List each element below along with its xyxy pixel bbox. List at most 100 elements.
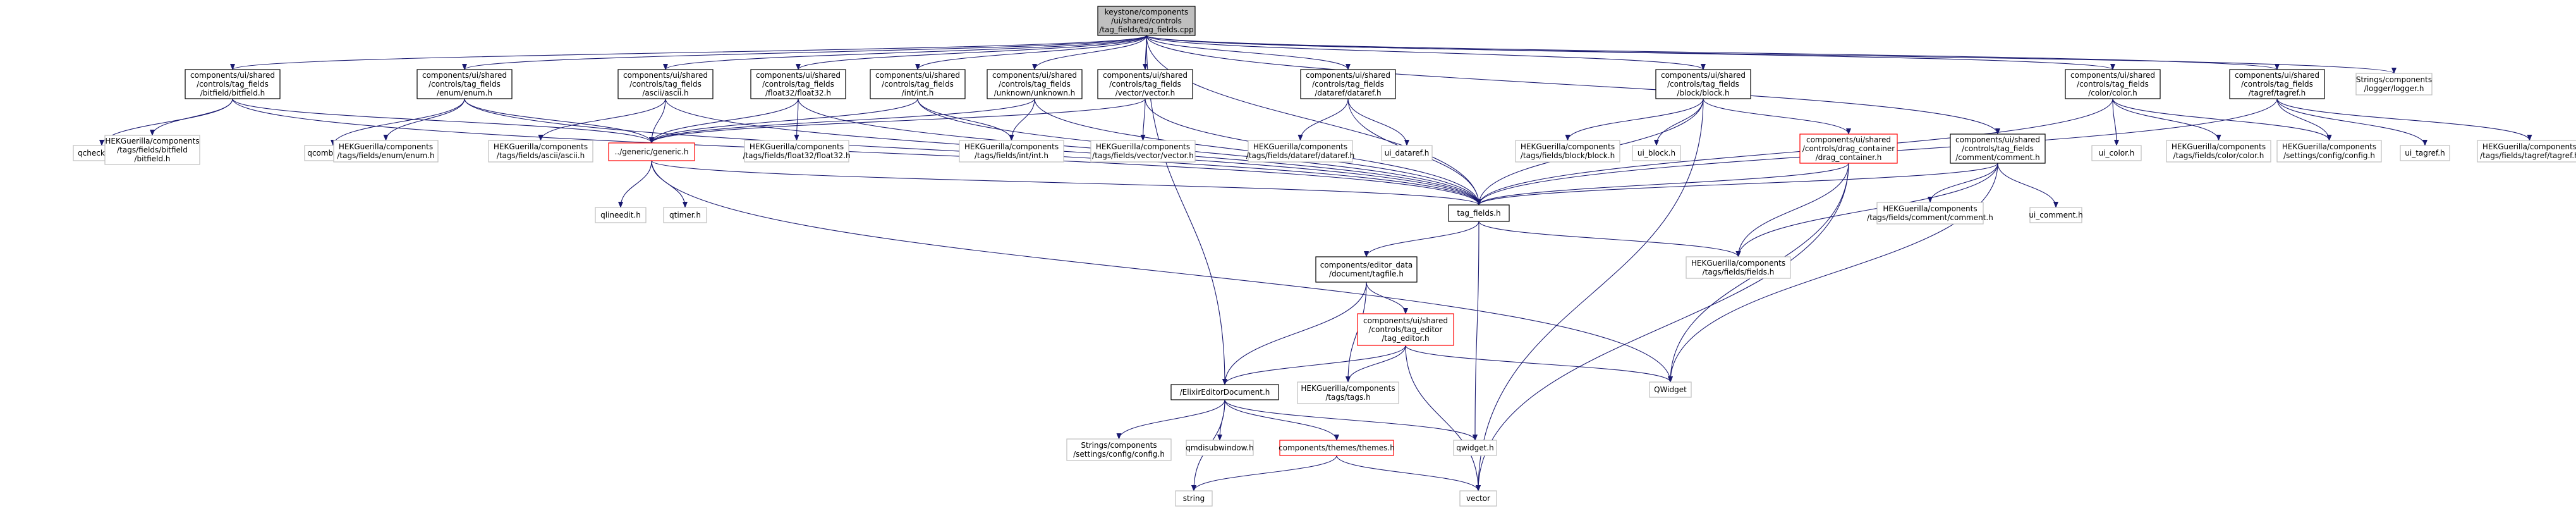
- node-hek_ascii[interactable]: HEKGuerilla/components/tags/fields/ascii…: [488, 140, 593, 163]
- node-comment[interactable]: components/ui/shared/controls/tag_fields…: [1950, 133, 2046, 164]
- edge-enum-to-generic: [464, 98, 654, 144]
- node-tagref[interactable]: components/ui/shared/controls/tag_fields…: [2229, 69, 2325, 99]
- node-color[interactable]: components/ui/shared/controls/tag_fields…: [2065, 69, 2161, 99]
- edge-comment-to-tag_fields: [1476, 163, 1998, 206]
- node-hek_enum[interactable]: HEKGuerilla/components/tags/fields/enum/…: [333, 140, 439, 163]
- node-label-line: HEKGuerilla/components: [494, 142, 588, 151]
- node-ui_tagref[interactable]: ui_tagref.h: [2400, 145, 2450, 161]
- node-label-line: /drag_container.h: [1816, 153, 1882, 162]
- node-unknown[interactable]: components/ui/shared/controls/tag_fields…: [987, 69, 1083, 99]
- edge-root-to-comment: [1146, 35, 2000, 135]
- node-float32[interactable]: components/ui/shared/controls/tag_fields…: [750, 69, 846, 99]
- node-hek_comment[interactable]: HEKGuerilla/components/tags/fields/comme…: [1867, 202, 1993, 225]
- edge-generic-to-qwidget_cls: [651, 160, 1673, 383]
- node-string[interactable]: string: [1175, 490, 1213, 507]
- node-qwidget_cls[interactable]: QWidget: [1649, 381, 1692, 398]
- node-hek_int[interactable]: HEKGuerilla/components/tags/fields/int/i…: [959, 140, 1064, 163]
- node-label-line: qlineedit.h: [600, 211, 641, 219]
- node-label-line: HEKGuerilla/components: [1253, 142, 1347, 151]
- node-box-enum: [416, 69, 513, 99]
- node-tag_fields[interactable]: tag_fields.h: [1448, 204, 1510, 222]
- node-box-tagfile: [1315, 256, 1418, 283]
- node-label-line: /document/tagfile.h: [1329, 269, 1404, 278]
- edge-bitfield-to-tag_fields: [232, 98, 1481, 206]
- node-hek_config[interactable]: HEKGuerilla/components/settings/config/c…: [2276, 140, 2382, 163]
- node-box-themes: [1279, 440, 1394, 456]
- node-ui_block[interactable]: ui_block.h: [1632, 145, 1681, 161]
- node-hek_block[interactable]: HEKGuerilla/components/tags/fields/block…: [1515, 140, 1620, 163]
- node-vector_std[interactable]: vector: [1459, 490, 1497, 507]
- node-label-line: /tags/fields/comment/comment.h: [1867, 213, 1993, 222]
- node-tagfile[interactable]: components/editor_data/document/tagfile.…: [1315, 256, 1418, 283]
- node-int[interactable]: components/ui/shared/controls/tag_fields…: [870, 69, 966, 99]
- node-drag[interactable]: components/ui/shared/controls/drag_conta…: [1799, 133, 1898, 164]
- node-label-line: /bitfield.h: [134, 154, 170, 163]
- node-hek_tagref[interactable]: HEKGuerilla/components/tags/fields/tagre…: [2477, 140, 2576, 163]
- node-label-line: ui_tagref.h: [2405, 149, 2445, 158]
- node-dataref[interactable]: components/ui/shared/controls/tag_fields…: [1300, 69, 1396, 99]
- node-tag_editor[interactable]: components/ui/shared/controls/tag_editor…: [1357, 313, 1454, 346]
- edge-bitfield-to-generic: [232, 98, 654, 144]
- node-ui_comment[interactable]: ui_comment.h: [2029, 207, 2083, 223]
- node-box-generic: [608, 142, 695, 161]
- node-logger[interactable]: Strings/components/logger/logger.h: [2355, 73, 2433, 96]
- edge-float32-to-generic: [649, 98, 799, 144]
- node-qwidget_h[interactable]: qwidget.h: [1453, 440, 1497, 456]
- node-ascii[interactable]: components/ui/shared/controls/tag_fields…: [617, 69, 714, 99]
- edge-root-to-block: [1146, 35, 1706, 70]
- edge-int-to-tag_fields: [917, 98, 1481, 206]
- node-label-line: tag_fields.h: [1457, 209, 1500, 218]
- node-themes[interactable]: components/themes/themes.h: [1279, 440, 1395, 456]
- node-root[interactable]: keystone/components/ui/shared/controls/t…: [1097, 6, 1196, 36]
- node-qmdi[interactable]: qmdisubwindow.h: [1186, 440, 1254, 456]
- node-label-line: /tags/fields/block/block.h: [1521, 151, 1615, 160]
- edge-root-to-elixir: [1146, 35, 1227, 385]
- node-ui_dataref[interactable]: ui_dataref.h: [1381, 145, 1433, 161]
- node-label-line: /vector/vector.h: [1115, 89, 1176, 97]
- node-block[interactable]: components/ui/shared/controls/tag_fields…: [1655, 69, 1751, 99]
- node-enum[interactable]: components/ui/shared/controls/tag_fields…: [416, 69, 513, 99]
- node-label-line: /settings/config/config.h: [1073, 450, 1165, 459]
- node-label-line: /tags/fields/enum/enum.h: [337, 151, 434, 160]
- node-qtimer[interactable]: qtimer.h: [663, 207, 707, 223]
- edge-elixir-to-themes: [1224, 399, 1339, 441]
- edge-comment-to-hek_comment: [1928, 163, 1998, 203]
- node-box-hek_int: [959, 140, 1064, 163]
- node-qlineedit[interactable]: qlineedit.h: [595, 207, 647, 223]
- node-hek_tags[interactable]: HEKGuerilla/components/tags/tags.h: [1297, 381, 1399, 404]
- node-label-line: components/themes/themes.h: [1279, 443, 1395, 452]
- node-generic[interactable]: ../generic/generic.h: [608, 142, 695, 161]
- node-hek_bitfield[interactable]: HEKGuerilla/components/tags/fields/bitfi…: [104, 135, 200, 165]
- node-hek_dataref[interactable]: HEKGuerilla/components/tags/fields/datar…: [1246, 140, 1354, 163]
- edge-drag-to-hek_fields: [1735, 163, 1849, 257]
- node-vector[interactable]: components/ui/shared/controls/tag_fields…: [1097, 69, 1193, 99]
- node-label-line: HEKGuerilla/components: [1096, 142, 1190, 151]
- node-label-line: /comment/comment.h: [1955, 153, 2040, 162]
- node-box-hek_dataref: [1248, 140, 1353, 163]
- node-label-line: /controls/drag_container: [1802, 144, 1895, 153]
- edge-dataref-to-hek_dataref: [1297, 98, 1349, 141]
- node-hek_fields[interactable]: HEKGuerilla/components/tags/fields/field…: [1686, 256, 1791, 279]
- node-elixir[interactable]: /ElixirEditorDocument.h: [1170, 384, 1279, 400]
- node-box-string: [1175, 490, 1213, 507]
- edge-elixir-to-qwidget_h: [1224, 399, 1478, 441]
- node-ui_color[interactable]: ui_color.h: [2091, 145, 2142, 161]
- node-label-line: /block/block.h: [1677, 89, 1729, 97]
- node-label-line: /controls/tag_editor: [1369, 325, 1443, 334]
- edge-block-to-ui_block: [1654, 98, 1704, 146]
- node-box-float32: [750, 69, 846, 99]
- node-str_config[interactable]: Strings/components/settings/config/confi…: [1066, 438, 1172, 461]
- dependency-edges: [99, 35, 2532, 491]
- edge-themes-to-vector_std: [1336, 455, 1481, 491]
- edge-themes-to-string: [1191, 455, 1337, 491]
- edge-root-to-logger: [1146, 35, 2397, 74]
- edge-drag-to-tag_fields: [1476, 163, 1849, 206]
- node-hek_vector[interactable]: HEKGuerilla/components/tags/fields/vecto…: [1090, 140, 1196, 163]
- node-box-bitfield: [185, 69, 281, 99]
- edge-tagref-to-ui_tagref: [2276, 98, 2427, 146]
- edge-unknown-to-hek_int: [1009, 98, 1035, 141]
- node-hek_color[interactable]: HEKGuerilla/components/tags/fields/color…: [2166, 140, 2271, 163]
- node-hek_float32[interactable]: HEKGuerilla/components/tags/fields/float…: [743, 140, 851, 163]
- node-bitfield[interactable]: components/ui/shared/controls/tag_fields…: [185, 69, 281, 99]
